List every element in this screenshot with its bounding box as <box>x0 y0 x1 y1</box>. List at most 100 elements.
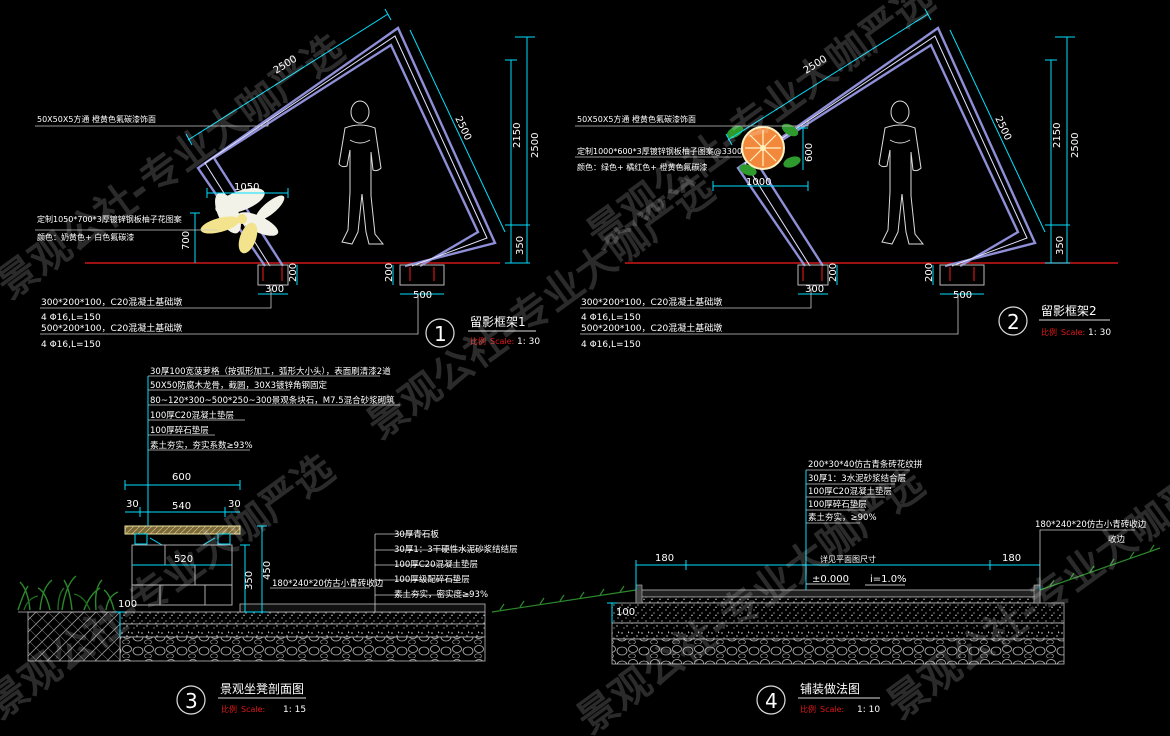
scale-word: Scale: <box>820 705 844 714</box>
scale-value: 1: 30 <box>517 337 540 347</box>
dim-540: 540 <box>172 501 191 512</box>
title-block-4: 4 铺装做法图 比例 Scale: 1: 10 <box>756 681 880 715</box>
dim-500: 500 <box>953 290 972 301</box>
top-notes: 30厚100宽菠萝格（按弧形加工，弧形大小头），表面刷清漆2道 50X50防腐木… <box>150 366 395 451</box>
note-panel-2: 颜色：绿色+ 橘红色+ 橙黄色氟碳漆 <box>577 162 708 172</box>
note-line: 100厚碎石垫层 <box>150 425 209 436</box>
dim-200-b: 200 <box>924 263 935 282</box>
note-footing1-b: 4 Φ16,L=150 <box>581 313 641 323</box>
note-footing1-a: 300*200*100，C20混凝土基础墩 <box>581 296 722 308</box>
frame-outline <box>736 26 1037 268</box>
dim-350: 350 <box>515 236 526 255</box>
grass-graphic <box>17 575 119 611</box>
note-line: 200*30*40仿古青条砖花纹拼 <box>808 459 923 470</box>
footing-left <box>257 264 289 286</box>
note-line: 100厚C20混凝土垫层 <box>394 559 478 570</box>
grapefruit-panel-graphic <box>726 123 801 176</box>
note-footing1-b: 4 Φ16,L=150 <box>41 313 101 323</box>
curb-note-1: 180*240*20仿古小青砖收边 <box>1035 519 1147 530</box>
dim-center: 详见平面图尺寸 <box>820 554 876 564</box>
drawing-2-photo-frame: 2500 2500 2150 2500 350 600 1000 300 200… <box>575 8 1118 350</box>
drawing-4-paving-detail: 180 180 详见平面图尺寸 ±0.000 i=1.0% 100 200*30… <box>491 459 1161 715</box>
note-footing1-a: 300*200*100，C20混凝土基础墩 <box>41 296 182 308</box>
note-line: 素土夯实，夯实系数≥93% <box>150 440 253 451</box>
dimension-lines <box>712 8 1075 295</box>
scale-label: 比例 <box>221 704 237 714</box>
dim-350: 350 <box>1055 236 1066 255</box>
note-footing2-a: 500*200*100，C20混凝土基础墩 <box>581 322 722 334</box>
note-line: 50X50防腐木龙骨，截圆，30X3镀锌角钢固定 <box>150 380 328 391</box>
scale-value: 1: 10 <box>857 705 880 715</box>
dim-2500-right: 2500 <box>452 115 473 143</box>
dim-2150: 2150 <box>1052 123 1063 148</box>
title-block-1: 1 留影框架1 比例 Scale: 1: 30 <box>425 315 540 348</box>
note-frame: 50X50X5方通 橙黄色氟碳漆饰面 <box>37 114 156 124</box>
slope-mark: i=1.0% <box>870 574 907 585</box>
note-line: 30厚1：3干硬性水泥砂浆结结层 <box>394 544 518 555</box>
slope-grass <box>491 544 1161 613</box>
title-block-2: 2 留影框架2 比例 Scale: 1: 30 <box>998 304 1111 338</box>
footing-right <box>939 264 985 286</box>
note-line: 素土夯实，密实度≥93% <box>394 589 488 600</box>
title-name: 铺装做法图 <box>800 681 860 696</box>
dim-200-a: 200 <box>828 263 839 282</box>
title-name: 留影框架2 <box>1041 304 1097 318</box>
note-line: 30厚青石板 <box>394 529 439 540</box>
footing-right <box>399 264 445 286</box>
curb-note-2: 收边 <box>1108 534 1126 545</box>
note-footing2-b: 4 Φ16,L=150 <box>41 340 101 350</box>
scale-word: Scale: <box>241 705 265 714</box>
top-notes: 200*30*40仿古青条砖花纹拼 30厚1：3水泥砂浆结合层 100厚C20混… <box>808 459 1147 545</box>
dim-30-b: 30 <box>228 499 241 510</box>
dim-500: 500 <box>413 290 432 301</box>
note-line: 30厚1：3水泥砂浆结合层 <box>808 473 906 484</box>
dim-2150: 2150 <box>512 123 523 148</box>
note-line: 100厚C20混凝土垫层 <box>150 410 234 421</box>
title-block-3: 3 景观坐凳剖面图 比例 Scale: 1: 15 <box>176 681 306 715</box>
title-number: 3 <box>185 689 198 713</box>
dim-100: 100 <box>616 607 635 618</box>
note-line: 30厚100宽菠萝格（按弧形加工，弧形大小头），表面刷清漆2道 <box>150 366 391 377</box>
dim-520: 520 <box>174 554 193 565</box>
right-notes: 30厚青石板 30厚1：3干硬性水泥砂浆结结层 100厚C20混凝土垫层 100… <box>272 529 518 600</box>
dim-100: 100 <box>118 599 137 610</box>
scale-label: 比例 <box>1041 327 1057 337</box>
curb-note: 180*240*20仿古小青砖收边 <box>272 578 384 589</box>
drawing-3-bench-section: 600 30 540 30 520 450 350 100 30厚100宽菠萝格… <box>17 366 518 715</box>
dim-1000: 1000 <box>746 177 771 188</box>
watermark: 景观公社-专业大咖严选 <box>0 26 353 308</box>
dim-300: 300 <box>265 284 284 295</box>
dimension-lines <box>185 8 535 295</box>
note-panel-1: 定制1000*600*3厚镀锌钢板柚子图案@3300 <box>577 146 742 156</box>
dim-180-left: 180 <box>655 553 674 564</box>
drawing-1-photo-frame: 2500 2500 2150 2500 350 1050 700 300 200… <box>35 8 541 350</box>
dimension-lines <box>115 376 267 637</box>
person-figure <box>878 100 925 245</box>
scale-value: 1: 15 <box>283 705 306 715</box>
footing-left <box>797 264 829 286</box>
dim-300: 300 <box>805 284 824 295</box>
dim-600: 600 <box>172 472 191 483</box>
note-footing2-a: 500*200*100，C20混凝土基础墩 <box>41 322 182 334</box>
person-figure <box>338 100 385 245</box>
dim-2500-right: 2500 <box>992 115 1013 143</box>
title-name: 景观坐凳剖面图 <box>220 681 304 696</box>
dim-30-a: 30 <box>126 499 139 510</box>
dim-1050: 1050 <box>234 182 259 193</box>
title-name: 留影框架1 <box>470 315 526 329</box>
title-number: 1 <box>434 322 447 346</box>
note-line: 80~120*300~500*250~300景观条块石，M7.5混合砂浆砌筑 <box>150 395 395 406</box>
scale-word: Scale: <box>490 337 514 346</box>
title-number: 2 <box>1007 310 1020 334</box>
dim-600: 600 <box>804 143 815 162</box>
dim-2500-vert: 2500 <box>530 133 541 158</box>
scale-label: 比例 <box>800 704 816 714</box>
note-line: 100厚碎石垫层 <box>808 499 867 510</box>
dim-200-b: 200 <box>384 263 395 282</box>
scale-label: 比例 <box>470 336 486 346</box>
dim-450: 450 <box>262 561 273 580</box>
note-panel-1: 定制1050*700*3厚镀锌钢板柚子花图案 <box>37 214 182 224</box>
dim-350: 350 <box>244 571 255 590</box>
note-line: 100厚级配碎石垫层 <box>394 574 470 585</box>
